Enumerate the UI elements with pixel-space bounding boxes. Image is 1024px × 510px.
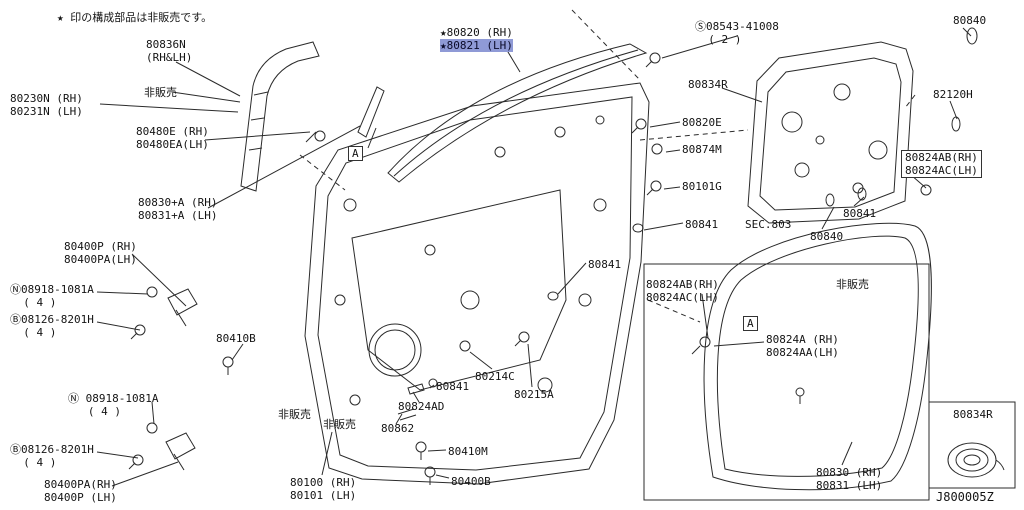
part-label-80820[interactable]: ★80820 (RH)	[440, 26, 513, 39]
part-label-80480E[interactable]: 80480E (RH) 80480EA(LH)	[136, 125, 209, 151]
part-label-80100[interactable]: 80100 (RH) 80101 (LH)	[290, 476, 357, 502]
leader-lines	[96, 27, 972, 487]
part-label-hihanbai-1: 非販売	[144, 86, 177, 99]
door-panel-art	[304, 82, 650, 485]
detail-box-right	[643, 263, 930, 501]
part-label-B08126-1[interactable]: Ⓑ08126-8201H ( 4 )	[10, 313, 94, 339]
assembly-axes	[299, 9, 916, 323]
module-plate-art	[747, 41, 914, 224]
part-label-80841-1[interactable]: 80841	[685, 218, 719, 231]
part-label-hihanbai-3: 非販売	[323, 418, 356, 431]
part-label-80214C[interactable]: 80214C	[475, 370, 515, 383]
part-label-N08918-2[interactable]: Ⓝ 08918-1081A ( 4 )	[68, 392, 159, 418]
diagram-code: J800005Z	[936, 490, 994, 504]
part-label-80841-2[interactable]: 80841	[843, 207, 877, 220]
part-label-S08543[interactable]: Ⓢ08543-41008 ( 2 )	[695, 20, 779, 46]
part-label-80840-1[interactable]: 80840	[953, 14, 987, 27]
part-label-80215A[interactable]: 80215A	[514, 388, 554, 401]
glass-run-art	[240, 41, 326, 192]
part-label-80410B[interactable]: 80410B	[216, 332, 256, 345]
sash-art	[357, 86, 385, 138]
part-label-SEC803[interactable]: SEC.803	[745, 218, 792, 231]
part-label-82120H[interactable]: 82120H	[933, 88, 973, 101]
part-label-80824AB-2[interactable]: 80824AB(RH) 80824AC(LH)	[646, 278, 719, 304]
part-label-hihanbai-4: 非販売	[836, 278, 869, 291]
part-label-hihanbai-2: 非販売	[278, 408, 311, 421]
door-seal-art	[691, 184, 932, 491]
part-label-80821[interactable]: ★80821 (LH)	[440, 39, 513, 52]
part-label-80820E[interactable]: 80820E	[682, 116, 722, 129]
detail-box-coil	[928, 401, 1016, 489]
part-label-80230N[interactable]: 80230N (RH) 80231N (LH)	[10, 92, 83, 118]
part-label-80410M[interactable]: 80410M	[448, 445, 488, 458]
part-label-boxA-2: A	[743, 316, 758, 331]
part-label-80824AD[interactable]: 80824AD	[398, 400, 445, 413]
part-label-80841-4[interactable]: 80841	[436, 380, 470, 393]
weatherstrip-art	[387, 43, 648, 183]
part-label-80841-3[interactable]: 80841	[588, 258, 622, 271]
part-label-80400PA[interactable]: 80400PA(RH) 80400P (LH)	[44, 478, 117, 504]
part-label-80874M[interactable]: 80874M	[682, 143, 722, 156]
part-label-80400B[interactable]: 80400B	[451, 475, 491, 488]
part-label-80400P[interactable]: 80400P (RH) 80400PA(LH)	[64, 240, 137, 266]
part-label-80824A[interactable]: 80824A (RH) 80824AA(LH)	[766, 333, 839, 359]
part-label-80840-2[interactable]: 80840	[810, 230, 844, 243]
part-label-80834R-1[interactable]: 80834R	[688, 78, 728, 91]
part-label-N08918-1[interactable]: Ⓝ08918-1081A ( 4 )	[10, 283, 94, 309]
part-label-80834R-2[interactable]: 80834R	[953, 408, 993, 421]
part-label-80862[interactable]: 80862	[381, 422, 415, 435]
part-label-80830[interactable]: 80830 (RH) 80831 (LH)	[816, 466, 883, 492]
part-label-boxA-1: A	[348, 146, 363, 161]
part-label-B08126-2[interactable]: Ⓑ08126-8201H ( 4 )	[10, 443, 94, 469]
part-label-80824AB-1[interactable]: 80824AB(RH) 80824AC(LH)	[901, 150, 982, 178]
part-label-80836N[interactable]: 80836N (RH&LH)	[146, 38, 193, 64]
part-label-80830A[interactable]: 80830+A (RH) 80831+A (LH)	[138, 196, 218, 222]
part-label-80101G[interactable]: 80101G	[682, 180, 722, 193]
seal-coil-art	[947, 442, 1005, 478]
fastener-art	[128, 27, 978, 485]
non-sale-note: ★ 印の構成部品は非販売です。	[57, 11, 213, 24]
hinge-art	[165, 288, 198, 471]
